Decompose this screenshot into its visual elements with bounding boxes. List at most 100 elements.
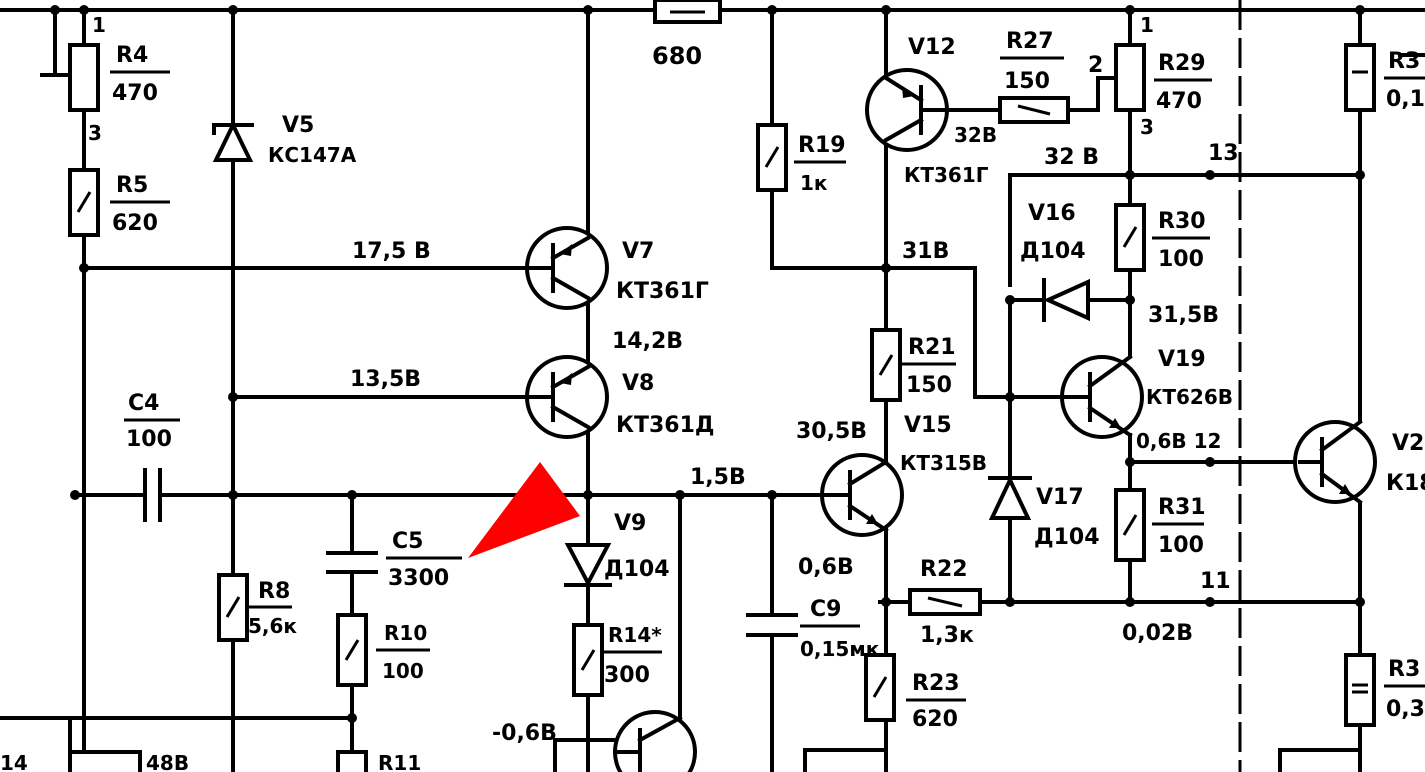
- label-node11: 11: [1200, 569, 1231, 594]
- label-v9-type: Д104: [604, 557, 670, 582]
- label-v17-type: Д104: [1034, 525, 1100, 550]
- label-left-bottom: 48В: [146, 751, 189, 772]
- label-r27-name: R27: [1006, 29, 1054, 54]
- label-r19-value: 1к: [800, 171, 828, 195]
- label-minus-voltage: -0,6В: [492, 721, 557, 746]
- label-r29-pin2: 2: [1088, 53, 1103, 78]
- label-r23-name: R23: [912, 671, 960, 696]
- label-r11-name: R11: [378, 751, 421, 772]
- label-v2x-type: К18: [1386, 471, 1425, 496]
- label-r31-value: 100: [1158, 533, 1204, 558]
- resistor-r4: [64, 43, 100, 112]
- label-v16-name: V16: [1028, 201, 1076, 226]
- label-r29-pin3: 3: [1140, 115, 1154, 139]
- resistor-r19: [756, 123, 788, 192]
- label-r29-value: 470: [1156, 89, 1202, 114]
- diodes: [212, 120, 1090, 588]
- label-v8-top-voltage: 14,2В: [612, 329, 683, 354]
- resistor-r3x-top: [1344, 43, 1376, 112]
- label-r14-value: 300: [604, 663, 650, 688]
- label-node13: 13: [1208, 141, 1239, 166]
- label-r8-value: 5,6к: [248, 614, 297, 638]
- label-r14-name: R14*: [608, 623, 662, 647]
- diode-v9: [564, 543, 612, 588]
- label-r31-name: R31: [1158, 495, 1206, 520]
- resistor-r30: [1114, 203, 1146, 272]
- junctions: [50, 5, 1365, 723]
- label-v5-type: КС147А: [268, 143, 357, 167]
- label-left-bottom-num: 14: [0, 751, 28, 772]
- label-v8-type: КТ361Д: [616, 413, 715, 438]
- labels: 680 1 3 R4 470 V5 КС147А R5 620 17,5 В V…: [0, 13, 1425, 772]
- capacitor-c4: [143, 468, 162, 522]
- label-v15-type: КТ315В: [900, 451, 987, 475]
- label-v8-voltage: 13,5В: [350, 367, 421, 392]
- transistor-bottom: [613, 710, 697, 772]
- label-r22-value: 1,3к: [920, 623, 974, 648]
- label-r29-pin1: 1: [1140, 13, 1154, 37]
- capacitors: [143, 468, 798, 637]
- label-r5-name: R5: [116, 173, 148, 198]
- resistor-left-bottom: [68, 750, 142, 772]
- capacitor-c9: [746, 613, 798, 637]
- capacitor-c5: [326, 551, 378, 574]
- label-v12-name: V12: [908, 35, 956, 60]
- resistor-r8: [217, 573, 249, 642]
- label-v9-name: V9: [614, 511, 646, 536]
- label-node11-voltage: 0,02В: [1122, 621, 1193, 646]
- resistor-r10: [336, 613, 368, 687]
- label-c9-name: C9: [810, 597, 841, 622]
- resistor-r23: [864, 653, 896, 722]
- label-node12-voltage: 0,6В 12: [1136, 429, 1221, 453]
- label-r8-name: R8: [258, 579, 290, 604]
- label-v8-name: V8: [622, 371, 654, 396]
- label-r3x-top-name: R3: [1388, 49, 1420, 74]
- transistor-v8: [525, 355, 609, 439]
- resistor-r31: [1114, 488, 1146, 562]
- resistor-r27: [998, 96, 1070, 124]
- label-r5-value: 620: [112, 211, 158, 236]
- label-v12-type: КТ361Г: [904, 163, 989, 187]
- transistor-v7: [525, 226, 609, 310]
- transistor-v15: [820, 453, 904, 537]
- label-r3x-bot-name: R3: [1388, 657, 1420, 682]
- label-r30-value: 100: [1158, 247, 1204, 272]
- label-r4-value: 470: [112, 81, 158, 106]
- label-v19-name: V19: [1158, 347, 1206, 372]
- label-v2x-name: V2: [1392, 431, 1424, 456]
- resistor-r11: [336, 750, 368, 772]
- label-node-voltage-1: 1,5В: [690, 465, 746, 490]
- label-v15-emitter-voltage: 0,6В: [798, 555, 854, 580]
- transistor-v12: [865, 68, 952, 152]
- label-r3x-bot-value: 0,3: [1386, 697, 1425, 722]
- resistor-r14: [572, 623, 604, 697]
- label-v5-name: V5: [282, 113, 314, 138]
- resistor-r21: [870, 328, 902, 402]
- label-680: 680: [652, 42, 702, 70]
- label-c5-value: 3300: [388, 566, 449, 591]
- label-c4-name: C4: [128, 391, 159, 416]
- transistors: [525, 68, 1377, 772]
- zener-v5: [212, 120, 254, 162]
- label-v17-name: V17: [1036, 485, 1084, 510]
- label-r30-name: R30: [1158, 209, 1206, 234]
- label-r21-value: 150: [906, 373, 952, 398]
- diode-v17: [988, 475, 1032, 520]
- label-r22-name: R22: [920, 557, 968, 582]
- label-r21-name: R21: [908, 335, 956, 360]
- label-c4-value: 100: [126, 427, 172, 452]
- label-r10-name: R10: [384, 621, 427, 645]
- label-v19-base-voltage: 31,5В: [1148, 303, 1219, 328]
- label-v15-name: V15: [904, 413, 952, 438]
- label-v19-type: КТ626В: [1146, 385, 1233, 409]
- resistor-r29: [1114, 43, 1146, 112]
- label-r19-name: R19: [798, 133, 846, 158]
- label-r27-value: 150: [1004, 69, 1050, 94]
- label-v12-voltage: 32В: [954, 123, 997, 147]
- label-v7-name: V7: [622, 239, 654, 264]
- transistor-v19: [1060, 354, 1144, 439]
- label-v15-base-voltage: 30,5В: [796, 419, 867, 444]
- red-pointer-marker: [468, 462, 580, 558]
